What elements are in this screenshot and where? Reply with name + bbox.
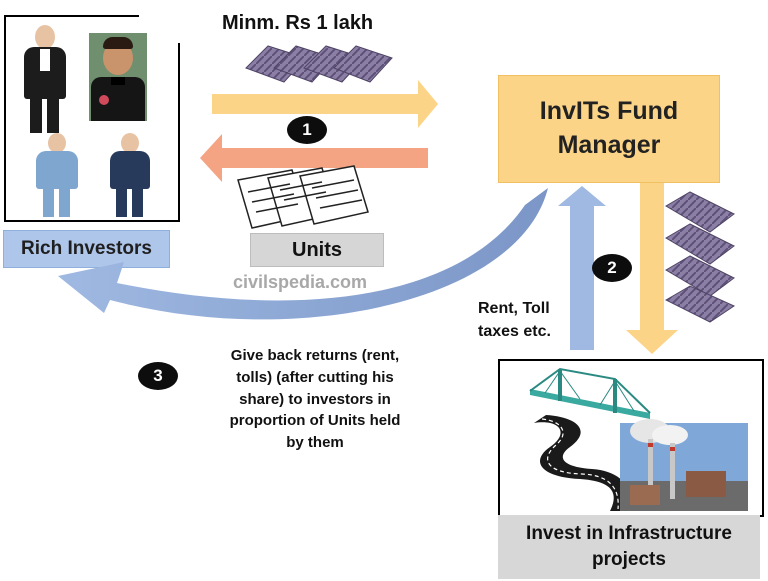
money-notes-icon-2 — [664, 191, 736, 323]
returns-curved-arrow — [58, 188, 548, 320]
infrastructure-illustration — [529, 367, 748, 511]
investor-person-2 — [89, 33, 147, 121]
invest-arrow-right — [212, 80, 438, 128]
fund-manager-line-2: Manager — [557, 131, 661, 159]
road-icon — [534, 415, 631, 511]
infrastructure-photo-box — [498, 359, 764, 517]
power-plant-icon — [620, 419, 748, 511]
bridge-icon — [529, 367, 651, 419]
step-2-badge: 2 — [592, 254, 632, 282]
investor-person-4 — [106, 133, 154, 218]
investor-person-1 — [20, 25, 70, 135]
rich-investors-label: Rich Investors — [3, 230, 170, 268]
fund-manager-box: InvITs Fund Manager — [498, 75, 720, 183]
money-notes-icon — [245, 45, 393, 83]
returns-description: Give back returns (rent, tolls) (after c… — [229, 347, 401, 451]
units-arrow-left — [200, 134, 428, 182]
investor-person-3 — [32, 133, 82, 218]
fund-manager-line-1: InvITs Fund — [539, 97, 679, 126]
minimum-investment-label: Minm. Rs 1 lakh — [222, 12, 374, 34]
invest-arrow-down — [626, 183, 678, 354]
rent-toll-label: Rent, Toll taxes etc. — [478, 300, 551, 341]
step-3-badge: 3 — [138, 362, 178, 390]
returns-arrow-up — [558, 186, 606, 350]
investors-photo-box — [4, 15, 180, 222]
units-label: Units — [250, 233, 384, 267]
step-1-badge: 1 — [287, 116, 327, 144]
watermark: civilspedia.com — [233, 272, 368, 292]
infrastructure-label: Invest in Infrastructure projects — [498, 515, 760, 579]
units-documents-icon — [237, 165, 369, 229]
